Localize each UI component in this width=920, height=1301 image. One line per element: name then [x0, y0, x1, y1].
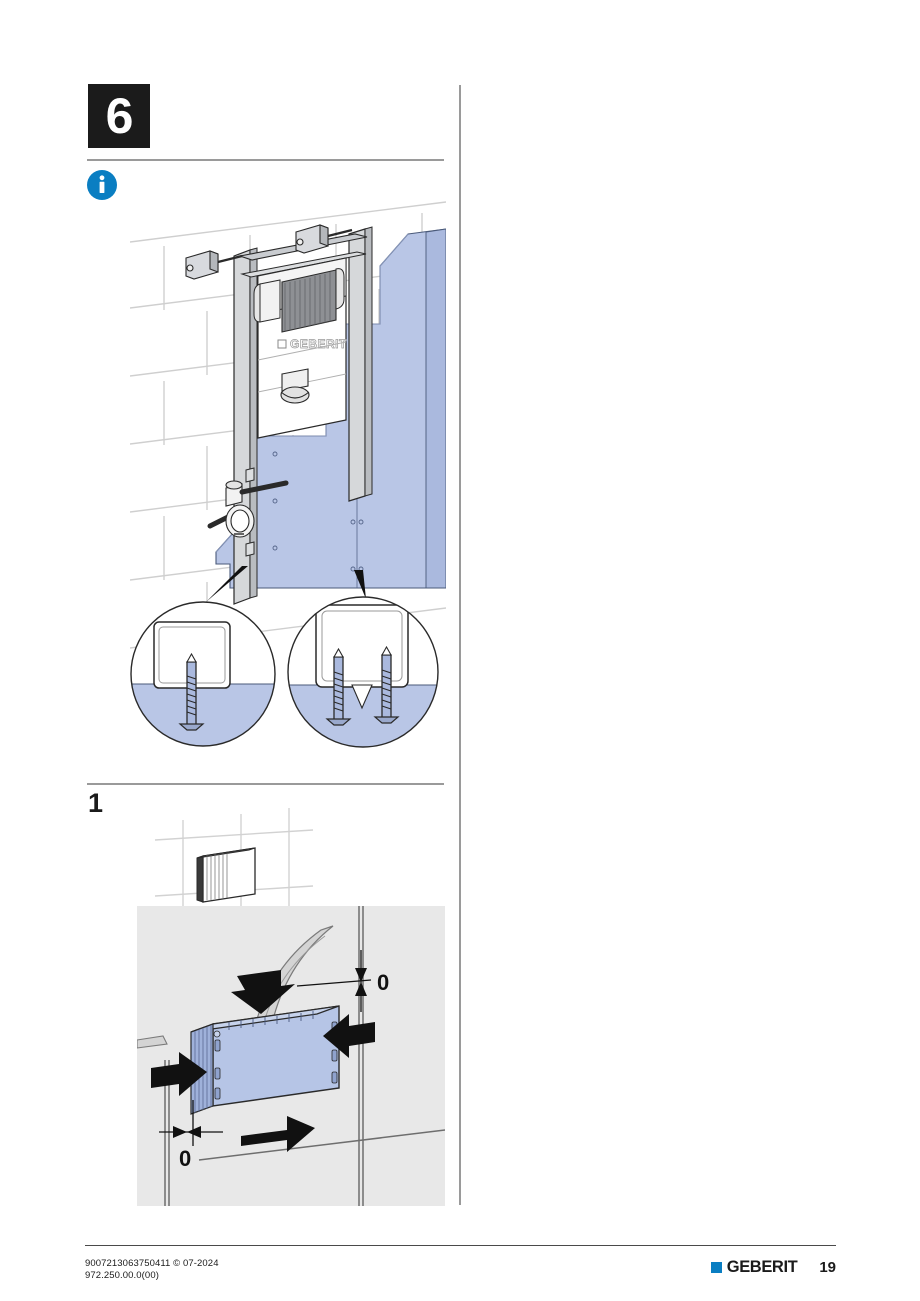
step-number-1: 1 [88, 788, 104, 818]
logo-wordmark: GEBERIT [726, 1258, 798, 1276]
logo-square-icon [710, 1262, 722, 1273]
header-divider [87, 159, 444, 161]
figure-main-installation: GEBERIT [130, 201, 446, 748]
footer-brand-area: GEBERIT 19 [710, 1258, 836, 1277]
dimension-vertical: 0 [296, 950, 389, 1012]
step-badge-6: 6 [88, 84, 150, 148]
geberit-logo: GEBERIT [710, 1258, 798, 1277]
arrow-left-right [323, 1014, 375, 1058]
column-divider [459, 85, 461, 1205]
dimension-value-vertical: 0 [377, 970, 389, 995]
footer-doc-code: 9007213063750411 © 07-2024 972.250.00.0(… [85, 1258, 219, 1282]
section-divider [87, 783, 444, 785]
detail-circle-left [130, 601, 276, 747]
inspection-box-main [190, 1005, 340, 1115]
arrow-down-top [231, 970, 295, 1014]
pipe-fitting [207, 480, 289, 538]
dimension-value-horizontal: 0 [179, 1146, 191, 1171]
cistern-brand-label: GEBERIT [290, 337, 347, 351]
dimension-horizontal: 0 [159, 1100, 223, 1171]
page-number: 19 [819, 1259, 836, 1276]
leader-left [206, 566, 248, 602]
figure-step-1: 0 0 [137, 808, 445, 1206]
press-arrows [151, 970, 375, 1152]
info-icon [87, 170, 117, 200]
leader-right [354, 570, 366, 599]
arrow-up-bottom [241, 1116, 315, 1152]
inspection-box-small [196, 847, 256, 903]
footer-divider [85, 1245, 836, 1246]
detail-circle-right [287, 596, 439, 748]
doc-code-line-1: 9007213063750411 © 07-2024 [85, 1258, 219, 1269]
doc-code-line-2: 972.250.00.0(00) [85, 1270, 159, 1281]
arrow-right-left [151, 1052, 207, 1096]
